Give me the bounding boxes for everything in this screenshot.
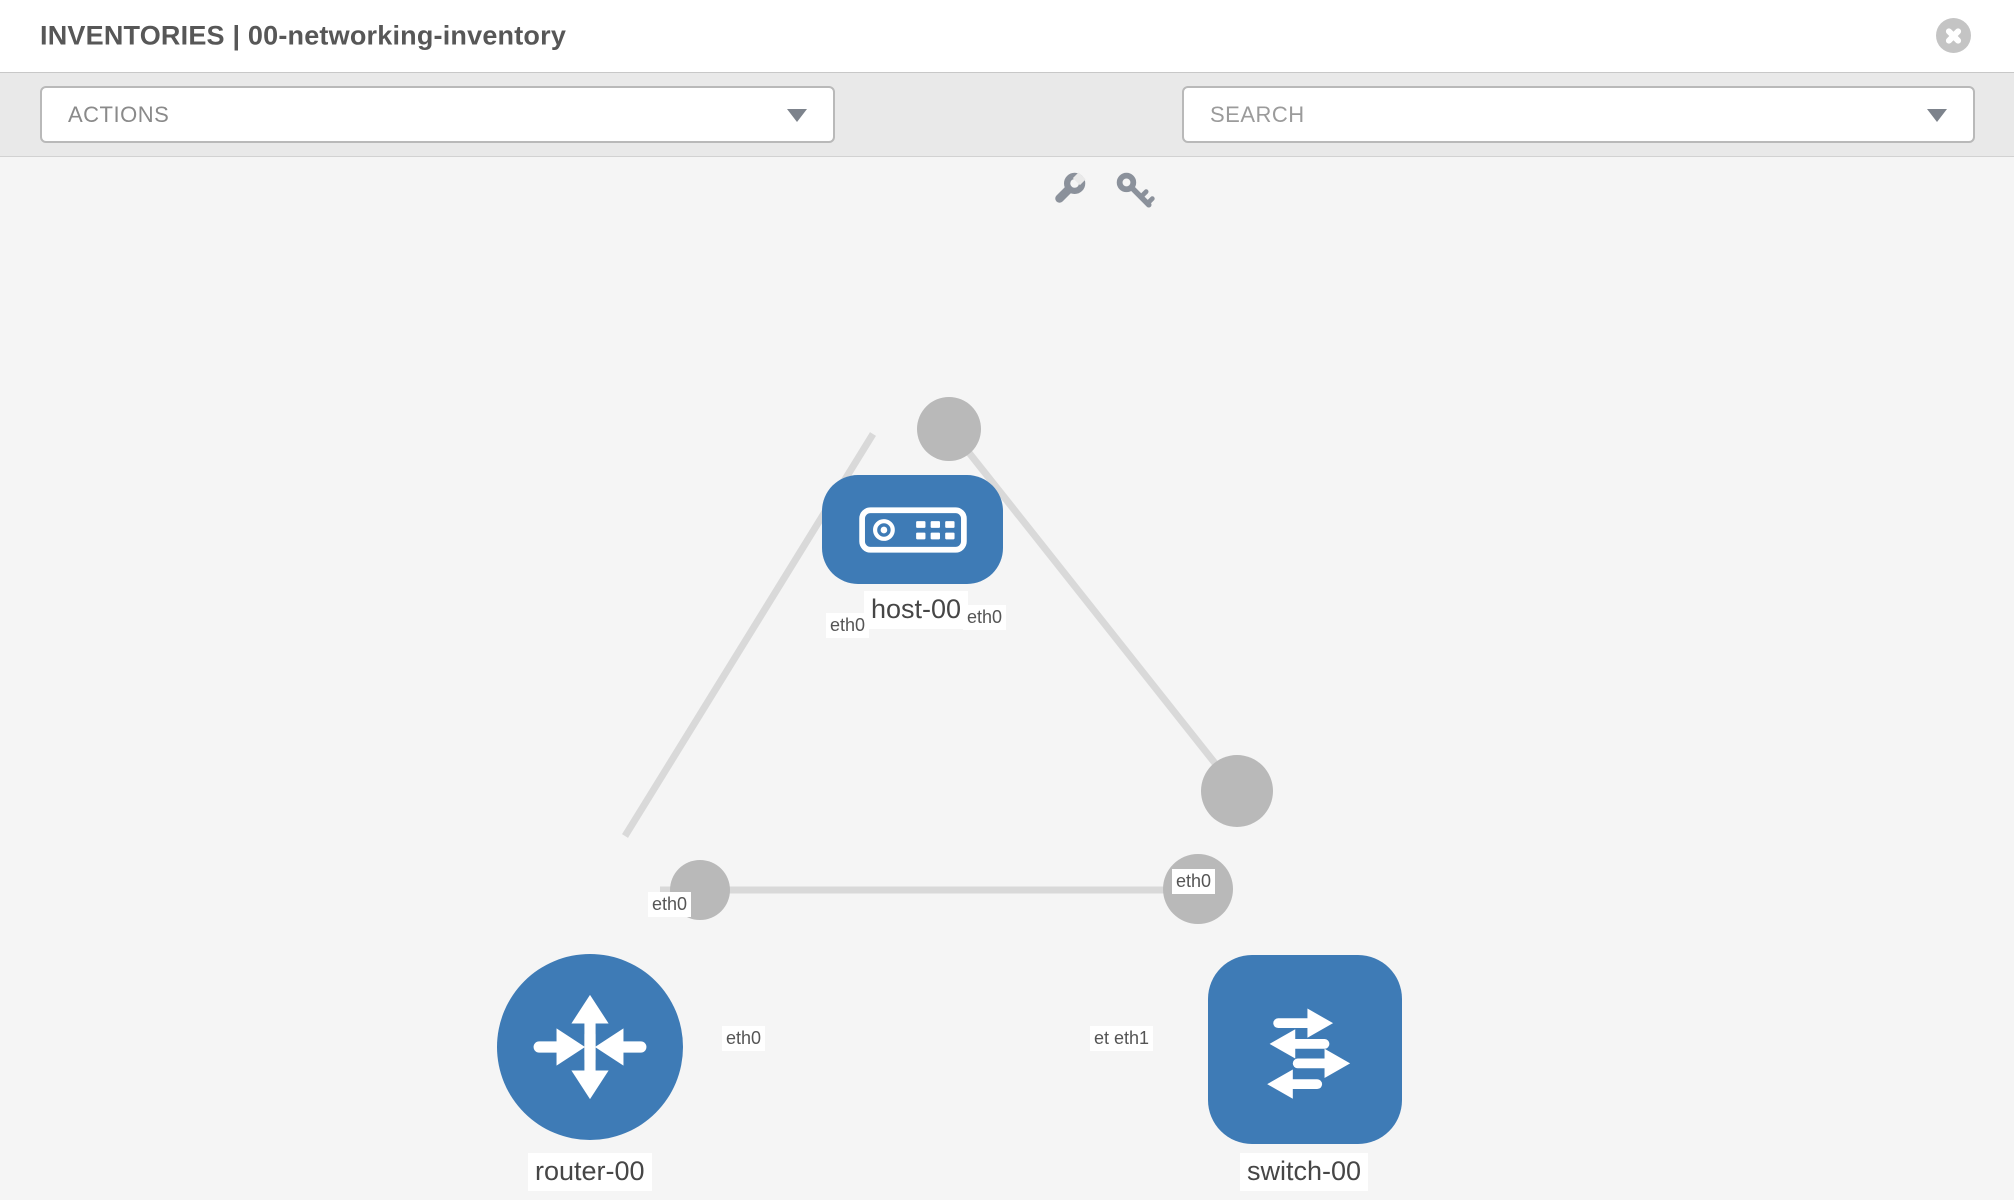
toolbar: ACTIONS SEARC [0,73,2014,208]
interface-label-switch-eth0: eth0 [1172,869,1216,894]
node-label-host: host-00 [864,591,969,629]
search-dropdown[interactable]: SEARCH [1182,86,1975,143]
key-icon[interactable] [1114,170,1156,217]
interface-label-switch-eth1: eth1 [1110,1026,1154,1051]
interface-label-router-eth0-uplink: eth0 [648,892,692,917]
port-host-eth0 [917,397,981,461]
node-host-00[interactable] [822,475,1003,584]
topology-canvas[interactable]: host-00 router-00 switch-00 eth0 eth0 et… [0,157,2014,1200]
interface-label-router-eth0: eth0 [722,1026,766,1051]
node-router-00[interactable] [497,954,683,1140]
header: INVENTORIES | 00-networking-inventory [0,0,2014,73]
router-arrows-icon [533,994,647,1100]
actions-dropdown-label: ACTIONS [68,101,170,127]
wrench-icon[interactable] [1048,170,1088,215]
node-label-switch: switch-00 [1240,1153,1369,1191]
port-switch-eth0 [1201,755,1273,827]
actions-dropdown[interactable]: ACTIONS [40,86,835,143]
node-switch-00[interactable] [1208,955,1402,1144]
server-icon [858,506,967,553]
interface-label-host-eth0-right: eth0 [963,605,1007,630]
interface-label-host-eth0: eth0 [826,613,870,638]
search-dropdown-label: SEARCH [1210,101,1305,127]
node-label-router: router-00 [528,1153,652,1191]
page-title: INVENTORIES | 00-networking-inventory [40,20,567,51]
chevron-down-icon [787,108,807,122]
chevron-down-icon [1927,108,1947,122]
link-host-switch[interactable] [948,427,1240,794]
switch-arrows-icon [1267,1008,1351,1099]
close-icon[interactable] [1936,18,1971,53]
